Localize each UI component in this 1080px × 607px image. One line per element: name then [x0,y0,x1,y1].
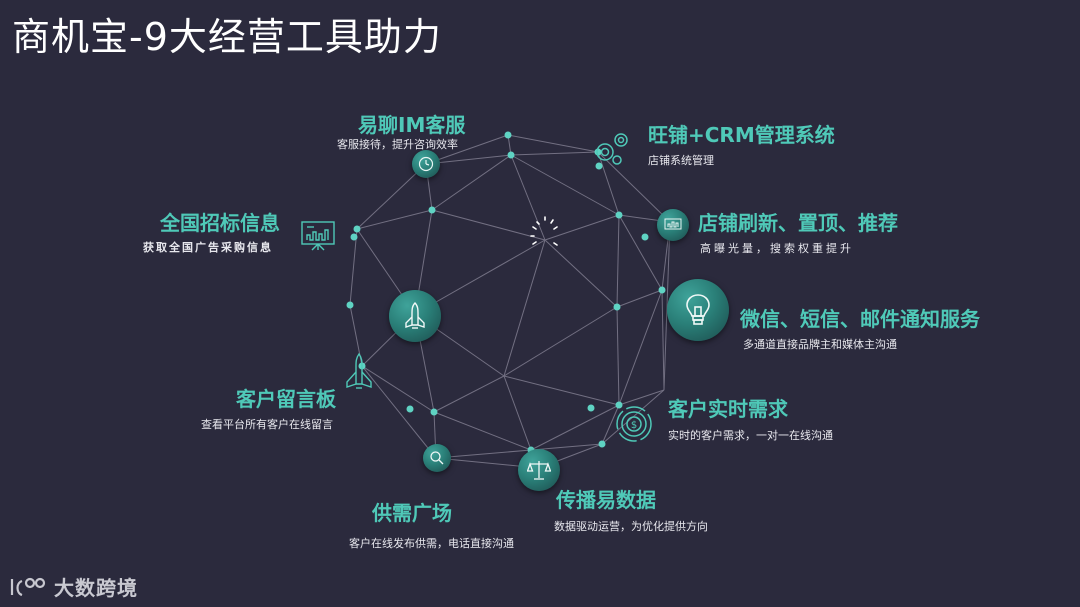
rocket-node[interactable] [389,290,441,342]
gears-icon [596,133,628,165]
scales-icon [527,461,551,480]
refresh-node[interactable] [657,209,689,241]
feature-title-im: 易聊IM客服 [358,113,466,137]
feature-subtitle-supply-demand: 客户在线发布供需，电话直接沟通 [349,537,514,550]
feature-subtitle-crm: 店铺系统管理 [648,154,714,167]
data-node[interactable] [518,449,560,491]
feature-title-realtime-demand: 客户实时需求 [668,397,788,421]
rocket-icon [405,302,425,329]
feature-title-tender: 全国招标信息 [160,211,280,235]
feature-title-notify: 微信、短信、邮件通知服务 [740,307,980,331]
dollar-target-icon: $ [616,406,652,442]
supply-demand-node[interactable] [423,444,451,472]
lightbulb-icon [686,294,710,325]
svg-text:$: $ [631,420,637,431]
feature-subtitle-notify: 多通道直接品牌主和媒体主沟通 [743,338,897,351]
presentation-chart-icon [301,221,335,251]
page-title: 商机宝-9大经营工具助力 [12,15,442,59]
clock-icon [418,156,434,172]
im-service-node[interactable] [412,150,440,178]
brand-logo: 大数跨境 [8,572,138,601]
crm-node[interactable] [592,130,632,172]
logo-text: 大数跨境 [54,576,138,600]
message-board-node[interactable] [343,352,375,396]
feature-title-crm: 旺铺+CRM管理系统 [648,123,835,147]
feature-subtitle-realtime-demand: 实时的客户需求，一对一在线沟通 [668,429,833,442]
spinner-icon [530,216,558,246]
rocket-icon [346,352,372,389]
feature-title-supply-demand: 供需广场 [372,501,452,525]
feature-subtitle-message-board: 查看平台所有客户在线留言 [201,418,333,431]
feature-subtitle-im: 客服接待，提升咨询效率 [337,138,458,151]
feature-title-data: 传播易数据 [556,488,656,512]
tender-node[interactable] [300,220,336,256]
feature-subtitle-tender: 获取全国广告采购信息 [143,241,273,254]
realtime-demand-node[interactable]: $ [614,404,654,448]
feature-subtitle-data: 数据驱动运营，为优化提供方向 [554,520,708,533]
feature-title-refresh: 店铺刷新、置顶、推荐 [698,211,898,235]
feature-title-message-board: 客户留言板 [236,387,336,411]
logo-mark-icon [10,577,46,596]
notify-node[interactable] [667,279,729,341]
feature-subtitle-refresh: 高曝光量，搜索权重提升 [700,242,854,255]
presentation-chart-icon [664,218,682,230]
search-icon [430,451,444,465]
